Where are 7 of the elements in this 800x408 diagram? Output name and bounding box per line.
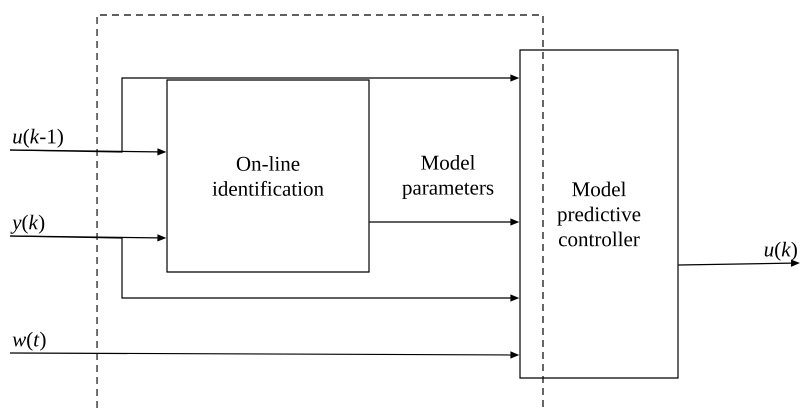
signal-label: u(k-1) [13,128,63,148]
edge-label: Model parameters [402,154,494,200]
process-box: On-line identification [166,79,370,273]
signal-label: y(k) [10,214,44,234]
signal-label: w(t) [12,332,46,351]
process-box: Model predictive controller [519,49,679,379]
signal-label: u(k) [764,242,797,261]
